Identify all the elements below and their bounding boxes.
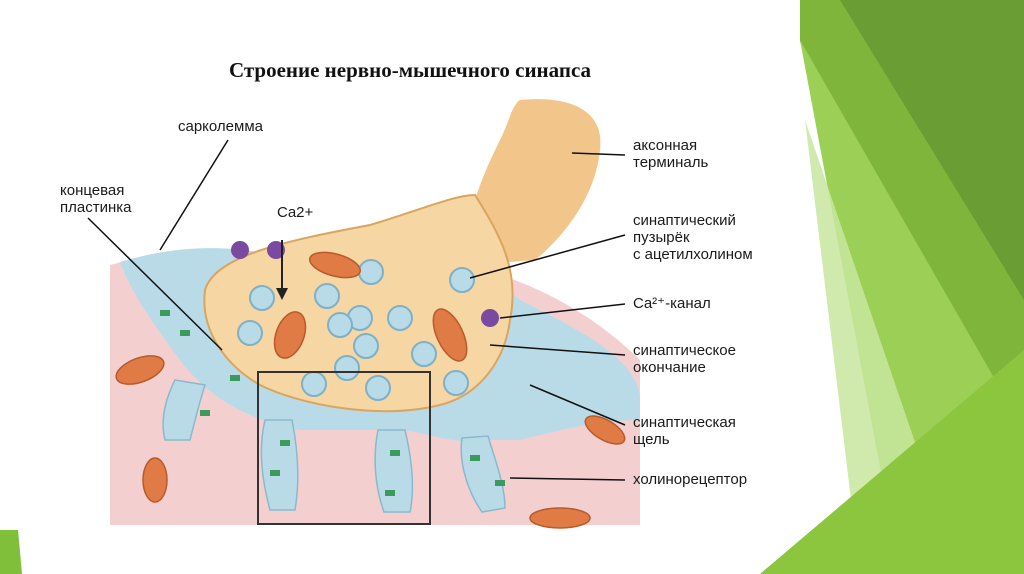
ion-label: Ca2+: [277, 204, 314, 221]
calcium-channel: [231, 241, 249, 259]
leader-receptor: [509, 477, 626, 481]
cholinoreceptor: [200, 410, 210, 416]
junctional-fold: [162, 379, 206, 441]
calcium-channels: [231, 241, 499, 327]
slide-title: Строение нервно-мышечного синапса: [228, 58, 592, 82]
leader-vesicle: [469, 234, 626, 279]
label-axon-terminal-line2: терминаль: [633, 154, 709, 171]
leader-axon-terminal: [571, 152, 626, 156]
calcium-channel: [481, 309, 499, 327]
cholinoreceptor: [180, 330, 190, 336]
label-vesicle: синаптический пузырёк с ацетилхолином: [633, 212, 753, 263]
cholinoreceptor: [390, 450, 400, 456]
mitochondria-group: [115, 251, 626, 529]
leader-end-plate: [87, 217, 223, 351]
leader-lines: [87, 139, 626, 481]
green-panel-bottom: [760, 350, 1024, 574]
cholinoreceptor: [280, 440, 290, 446]
cholinoreceptor: [270, 470, 280, 476]
leader-sarcolemma: [159, 139, 229, 251]
synaptic-vesicle: [334, 355, 360, 381]
synaptic-vesicle: [365, 375, 391, 401]
synaptic-vesicle: [443, 370, 469, 396]
synaptic-vesicle: [314, 283, 340, 309]
axon: [467, 99, 601, 265]
label-end-plate-line2: пластинка: [60, 199, 132, 216]
cholinoreceptor: [495, 480, 505, 486]
label-axon-terminal: аксонная терминаль: [633, 137, 708, 171]
label-cholinoreceptor: холинорецептор: [633, 471, 747, 488]
label-cholinoreceptor-text: холинорецептор: [633, 471, 748, 488]
synaptic-vesicle: [301, 371, 327, 397]
synaptic-vesicle: [411, 341, 437, 367]
synaptic-vesicle: [353, 333, 379, 359]
vesicle-group: [237, 259, 475, 401]
label-ca-channel: Ca²⁺-канал: [633, 295, 711, 312]
synaptic-vesicle: [449, 267, 475, 293]
mitochondrion: [432, 308, 468, 362]
mitochondrion: [142, 457, 168, 503]
calcium-channel: [267, 241, 285, 259]
label-ca-channel-text: Ca²⁺-канал: [633, 295, 711, 312]
label-end-plate: концевая пластинка: [60, 182, 131, 216]
synaptic-vesicle: [249, 285, 275, 311]
junctional-fold: [374, 429, 414, 513]
label-synaptic-cleft-line2: щель: [633, 431, 670, 448]
leader-cleft: [529, 384, 626, 426]
label-vesicle-line2: пузырёк: [633, 229, 690, 246]
cholinoreceptor: [160, 310, 170, 316]
mitochondrion: [308, 251, 362, 279]
label-axon-terminal-line1: аксонная: [633, 137, 698, 154]
mitochondrion: [273, 311, 307, 359]
leader-ca-channel: [499, 303, 626, 319]
cholinoreceptor: [470, 455, 480, 461]
detail-frame: [257, 371, 431, 525]
label-synaptic-ending: синаптическое окончание: [633, 342, 736, 376]
mitochondrion: [584, 415, 626, 445]
label-synaptic-cleft: синаптическая щель: [633, 414, 736, 448]
label-vesicle-line3: с ацетилхолином: [633, 246, 753, 263]
synaptic-vesicle: [387, 305, 413, 331]
cholinoreceptor: [230, 375, 240, 381]
label-sarcolemma-text: сарколемма: [178, 118, 263, 135]
synaptic-vesicle: [327, 312, 353, 338]
mitochondrion: [529, 507, 591, 529]
leader-synaptic-ending: [489, 344, 626, 356]
synaptic-vesicle: [237, 320, 263, 346]
label-sarcolemma: сарколемма: [178, 118, 263, 135]
label-synaptic-cleft-line1: синаптическая: [633, 414, 736, 431]
receptors: [160, 310, 505, 496]
label-vesicle-line1: синаптический: [633, 212, 736, 229]
label-synaptic-ending-line1: синаптическое: [633, 342, 736, 359]
mitochondrion: [115, 355, 165, 385]
label-synaptic-ending-line2: окончание: [633, 359, 706, 376]
synaptic-vesicle: [358, 259, 384, 285]
cholinoreceptor: [385, 490, 395, 496]
label-end-plate-line1: концевая: [60, 182, 125, 199]
green-panel-top: [840, 0, 1024, 300]
calcium-arrow-head: [276, 288, 288, 300]
junctional-fold: [260, 419, 299, 511]
